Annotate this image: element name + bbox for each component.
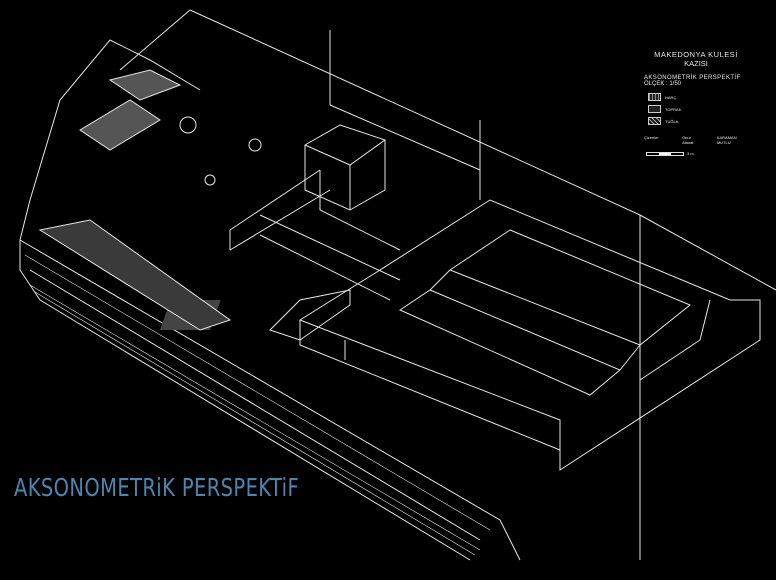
legend-item-toprak: TOPRAK [648, 105, 756, 113]
well-feature [179, 116, 197, 134]
basin-walls [299, 299, 711, 470]
round-feature [204, 174, 216, 186]
legend-scale: ÖLÇEK : 1/50 [644, 81, 682, 87]
credit-name: Alanat [682, 140, 694, 145]
credits: Çizenler Onur KARAMAN Alanat MUTLU [644, 135, 756, 145]
legend-heading-line2: KAZISI [684, 59, 708, 68]
floor-paving [79, 69, 182, 151]
west-wall [19, 39, 521, 561]
legend-subtitle: AKSONOMETRİK PERSPEKTİF [644, 75, 741, 81]
tugla-swatch [648, 117, 661, 125]
basin-outer [298, 199, 761, 471]
legend-heading: MAKEDONYA KULESİ [654, 50, 738, 59]
site-boundary [119, 9, 776, 291]
page-title: AKSONOMETRiK PERSPEKTiF [14, 473, 300, 502]
basin-inner [398, 229, 691, 396]
legend-label: TUĞLA [665, 118, 679, 124]
legend-box: MAKEDONYA KULESİ KAZISI AKSONOMETRİK PER… [636, 50, 756, 156]
toprak-swatch [648, 105, 661, 113]
legend-label: TOPRAK [665, 106, 682, 112]
credit-name: Onur [682, 135, 691, 140]
legend-item-tugla: TUĞLA [648, 117, 756, 125]
credits-label: Çizenler [644, 135, 659, 140]
scale-bar-graphic [646, 151, 684, 156]
tower-block [304, 124, 386, 211]
credit-name: MUTLU [716, 140, 731, 145]
round-feature [248, 138, 262, 152]
legend-label: HARÇ [665, 94, 677, 100]
wall-courses [24, 254, 491, 556]
scale-bar: 3 m. [646, 151, 756, 156]
pit [269, 289, 351, 341]
credit-name: KARAMAN [716, 135, 737, 140]
channel [229, 169, 401, 301]
ground-line [329, 104, 641, 560]
wall-paving [38, 219, 232, 331]
harc-swatch [648, 93, 661, 101]
scale-bar-label: 3 m. [687, 151, 695, 156]
legend-item-harc: HARÇ [648, 93, 756, 101]
